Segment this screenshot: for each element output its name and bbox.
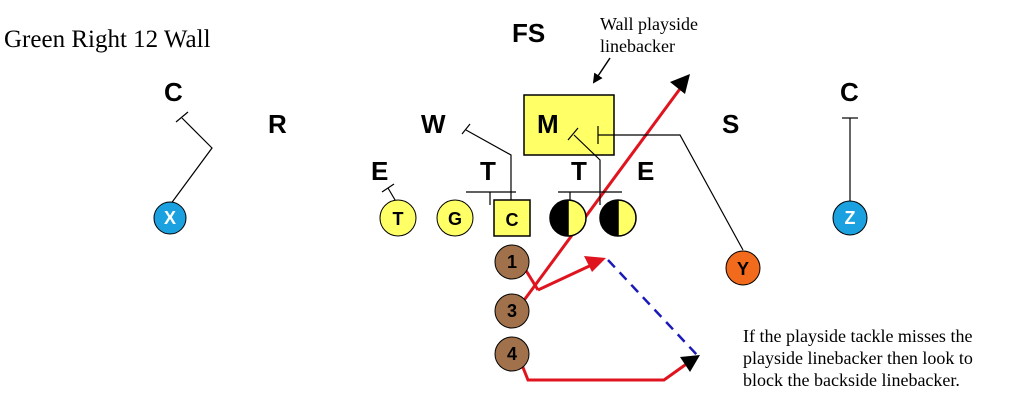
back-4-route	[520, 358, 693, 382]
def-rover-label: R	[268, 109, 287, 139]
y-block-line	[598, 134, 744, 251]
back-4	[494, 336, 530, 372]
callout-top-line-1: Wall playside	[600, 14, 698, 34]
te-block-cap	[381, 183, 395, 193]
callout-top-line-2: linebacker	[600, 36, 675, 56]
player-te-label: T	[393, 209, 404, 229]
def-free-safety-label: FS	[512, 18, 545, 48]
back-1	[494, 244, 530, 280]
player-right-tackle	[599, 199, 637, 237]
def-end-left-label: E	[371, 156, 388, 186]
callout-bottom-line-1: If the playside tackle misses the	[743, 326, 972, 346]
player-z	[832, 200, 868, 236]
back-3-label: 3	[507, 301, 517, 321]
def-corner-right-label: C	[840, 77, 859, 107]
player-z-label: Z	[845, 208, 856, 228]
def-end-right-label: E	[637, 156, 654, 186]
player-center-label: C	[506, 210, 519, 230]
def-will-label: W	[421, 109, 446, 139]
def-corner-left-label: C	[164, 77, 183, 107]
back-1-label: 1	[507, 252, 517, 272]
mike-linebacker-box	[523, 94, 615, 156]
player-y	[725, 250, 761, 286]
back-4-label: 4	[507, 344, 517, 364]
callout-bottom-line-2: playside linebacker then look to	[743, 348, 973, 368]
x-block-cap	[175, 111, 189, 123]
player-guard-label: G	[448, 209, 462, 229]
right-tackle-to-mike-line	[573, 134, 601, 192]
play-title: Green Right 12 Wall	[4, 26, 211, 53]
back-3-gap-route	[537, 260, 599, 292]
def-sam-label: S	[722, 109, 739, 139]
center-block-line	[465, 129, 512, 205]
player-te	[379, 199, 417, 237]
back-4-arrowhead	[680, 355, 700, 372]
player-right-guard	[549, 199, 587, 237]
callout-top-pointer	[592, 57, 611, 84]
x-block-line	[169, 117, 213, 206]
right-tackle-to-mike-cap	[567, 127, 579, 141]
callout-bottom-line-3: block the backside linebacker.	[743, 370, 960, 390]
def-mike-label: M	[537, 109, 559, 139]
option-dashed-path	[607, 259, 699, 357]
back-3	[494, 293, 530, 329]
player-guard	[436, 199, 474, 237]
player-y-label: Y	[737, 259, 749, 279]
center-block-cap	[461, 123, 471, 135]
back-3-gap-arrowhead	[584, 256, 606, 272]
player-center	[493, 199, 531, 237]
def-tackle-right-label: T	[571, 156, 587, 186]
player-x	[153, 201, 187, 235]
back-3-wall-arrowhead	[670, 74, 690, 94]
def-tackle-left-label: T	[480, 156, 496, 186]
player-x-label: X	[164, 208, 176, 228]
